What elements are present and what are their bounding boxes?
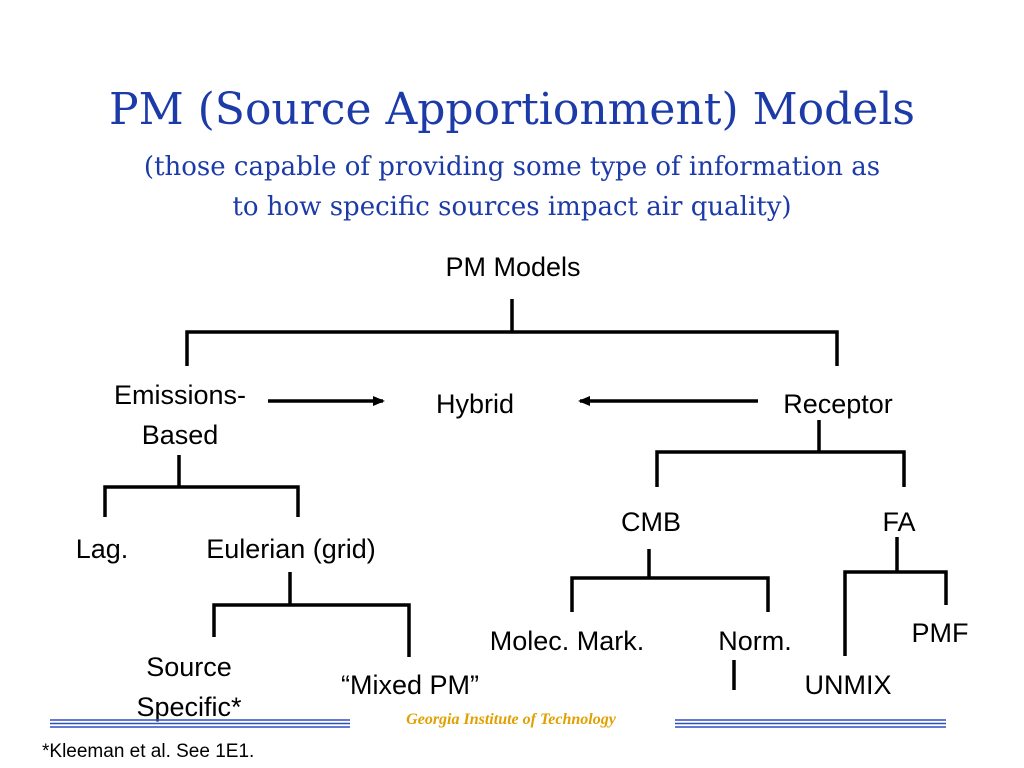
subtitle-line-1: (those capable of providing some type of… xyxy=(143,152,881,182)
tree-connectors xyxy=(103,299,948,690)
footer-institution: Georgia Institute of Technology xyxy=(406,711,617,728)
slide-title: PM (Source Apportionment) Models xyxy=(108,84,916,135)
node-unmix: UNMIX xyxy=(805,670,892,700)
node-hybrid: Hybrid xyxy=(436,389,514,419)
fa-bracket xyxy=(843,570,948,656)
footer-bar: Georgia Institute of Technology xyxy=(50,711,946,728)
slide-subtitle: (those capable of providing some type of… xyxy=(0,147,1024,227)
node-emissions-based-line1: Emissions- xyxy=(114,380,246,410)
node-norm: Norm. xyxy=(718,626,792,656)
footer-lines-right xyxy=(675,719,946,728)
node-receptor: Receptor xyxy=(783,389,893,419)
node-pmf: PMF xyxy=(912,618,969,648)
node-molec-mark: Molec. Mark. xyxy=(490,626,645,656)
node-emissions-based-line2: Based xyxy=(142,420,219,450)
receptor-bracket xyxy=(655,450,906,487)
node-eulerian: Eulerian (grid) xyxy=(206,534,376,564)
subtitle-line-2: to how specific sources impact air quali… xyxy=(232,192,792,222)
node-pm-models: PM Models xyxy=(445,252,580,282)
cmb-bracket xyxy=(570,576,770,612)
node-fa: FA xyxy=(882,507,915,537)
footnote-citation: *Kleeman et al. See 1E1. xyxy=(42,741,254,762)
node-source-specific-line1: Source xyxy=(146,652,232,682)
level1-bracket xyxy=(185,330,839,366)
node-mixed-pm: “Mixed PM” xyxy=(341,670,479,700)
eulerian-bracket xyxy=(212,603,411,657)
node-lag: Lag. xyxy=(76,534,129,564)
node-source-specific-line2: Specific* xyxy=(136,692,242,722)
emissions-bracket xyxy=(103,485,300,517)
footer-lines-left xyxy=(50,719,350,728)
node-cmb: CMB xyxy=(621,507,681,537)
